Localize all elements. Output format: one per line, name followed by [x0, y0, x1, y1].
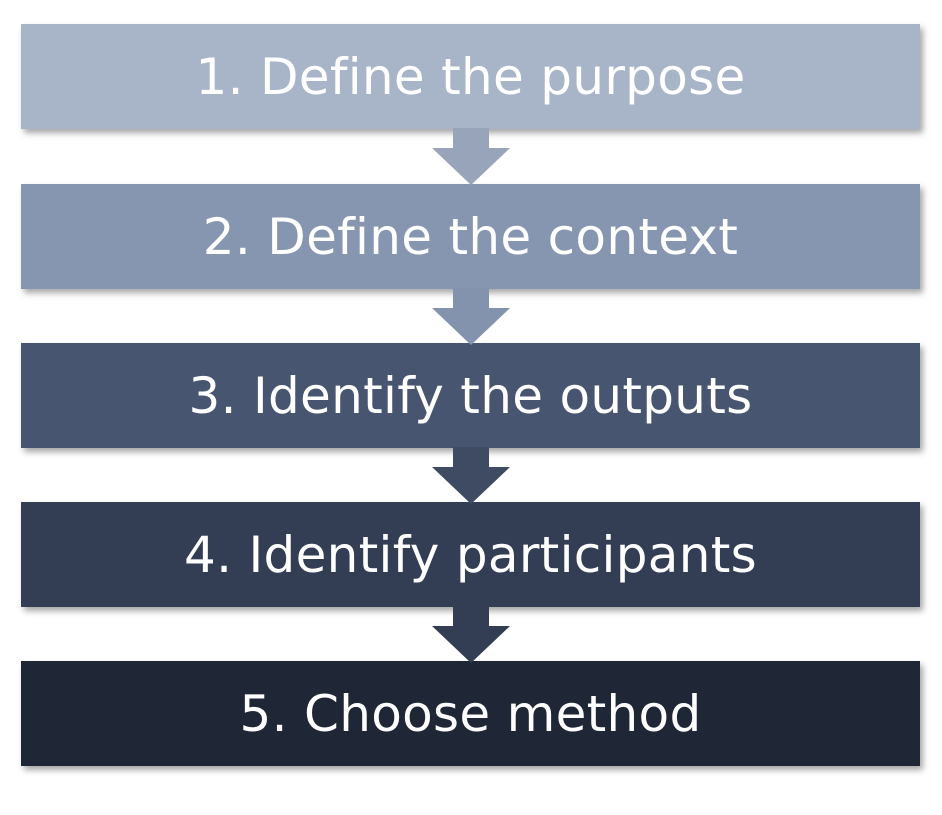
- step-identify-participants: 4. Identify participants: [21, 502, 920, 607]
- step-choose-method: 5. Choose method: [21, 661, 920, 766]
- step-label: 3. Identify the outputs: [188, 366, 753, 425]
- down-arrow-icon: [432, 447, 510, 504]
- down-arrow-icon: [432, 606, 510, 663]
- step-define-context: 2. Define the context: [21, 184, 920, 289]
- down-arrow-icon: [432, 128, 510, 185]
- step-define-purpose: 1. Define the purpose: [21, 24, 920, 129]
- step-identify-outputs: 3. Identify the outputs: [21, 343, 920, 448]
- down-arrow-icon: [432, 288, 510, 345]
- step-label: 4. Identify participants: [184, 525, 757, 584]
- step-label: 5. Choose method: [239, 684, 702, 743]
- step-label: 2. Define the context: [202, 207, 739, 266]
- step-label: 1. Define the purpose: [195, 47, 746, 106]
